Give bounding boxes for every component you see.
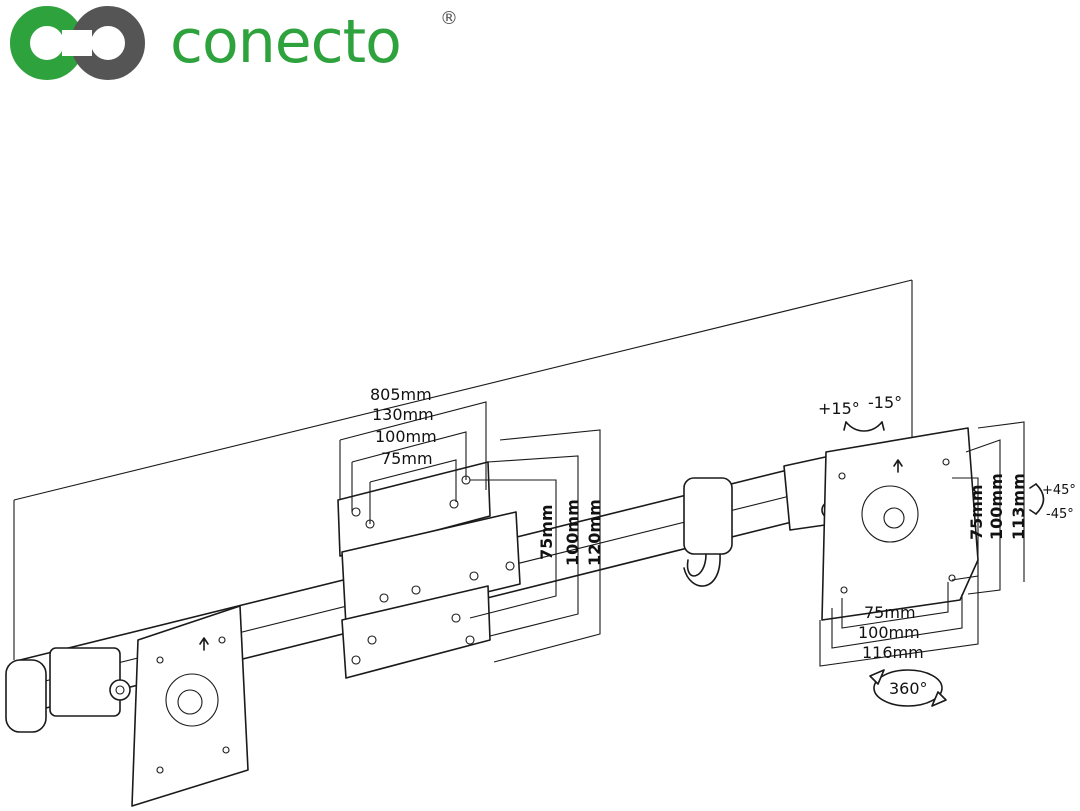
center-height-120-label: 120mm xyxy=(585,499,604,566)
center-width-130-label: 130mm xyxy=(372,405,434,424)
rotation-label: 360° xyxy=(889,679,928,698)
center-width-100-label: 100mm xyxy=(375,427,437,446)
tilt-down-label: -15° xyxy=(868,393,902,412)
total-width-label: 805mm xyxy=(370,385,432,404)
rotation-arrow-icon xyxy=(869,669,947,707)
right-width-100-label: 100mm xyxy=(858,623,920,642)
right-width-75-label: 75mm xyxy=(864,603,916,622)
center-width-75-label: 75mm xyxy=(381,449,433,468)
right-height-100-label: 100mm xyxy=(987,473,1006,540)
swivel-up-label: +45° xyxy=(1042,483,1076,498)
left-vesa-plate xyxy=(131,605,249,807)
tilt-up-label: +15° xyxy=(818,399,860,418)
swivel-down-label: -45° xyxy=(1046,507,1074,522)
center-height-75-label: 75mm xyxy=(537,504,556,560)
right-vesa-plate xyxy=(821,427,979,621)
brand-logo: conecto ® xyxy=(0,0,480,90)
conecto-logo-icon xyxy=(10,6,145,80)
tilt-arrow-icon xyxy=(843,421,885,432)
right-height-113-label: 113mm xyxy=(1009,473,1028,540)
total-width-dimension xyxy=(13,279,913,660)
center-wall-plate xyxy=(337,461,521,679)
right-height-75-label: 75mm xyxy=(967,484,986,540)
registered-mark: ® xyxy=(440,8,458,29)
pole-clamp xyxy=(683,477,733,587)
brand-wordmark: conecto xyxy=(170,7,402,77)
center-height-100-label: 100mm xyxy=(563,499,582,566)
left-end-cap xyxy=(5,647,131,733)
right-plate-dimension-lines xyxy=(819,421,1025,667)
center-plate-dimension-lines xyxy=(339,401,601,663)
swivel-arrow-icon xyxy=(1029,483,1045,515)
right-width-116-label: 116mm xyxy=(862,643,924,662)
